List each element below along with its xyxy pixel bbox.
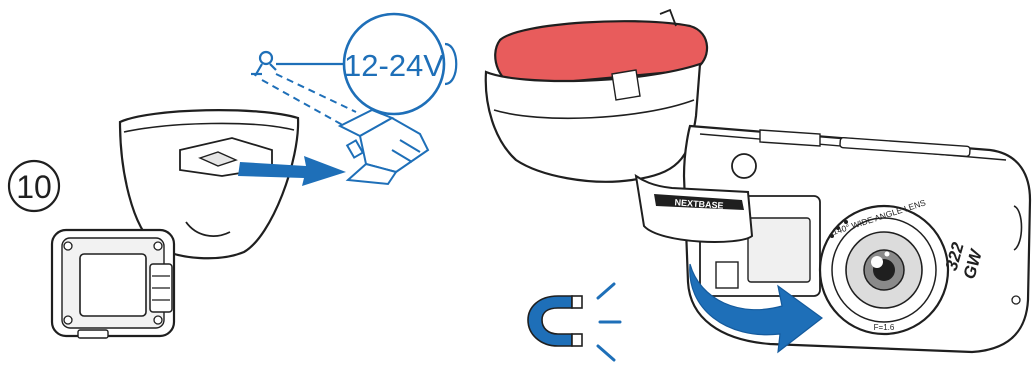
voltage-badge: 12-24V bbox=[342, 12, 458, 116]
indicator-dots bbox=[830, 220, 848, 238]
insertion-guide-lines bbox=[261, 73, 357, 129]
adhesive-mount bbox=[484, 8, 709, 183]
insertion-arrow bbox=[238, 156, 346, 186]
step-badge: 10 bbox=[7, 159, 61, 213]
magnet-icon bbox=[527, 295, 583, 347]
brand-label: NEXTBASE bbox=[674, 197, 724, 210]
step-number: 10 bbox=[16, 169, 52, 205]
attraction-lines-icon bbox=[596, 282, 622, 362]
voltage-label: 12-24V bbox=[344, 48, 444, 83]
camera-lens: 140° WIDE ANGLE LENS F=1.6 bbox=[818, 197, 950, 336]
power-plug-icon bbox=[251, 50, 277, 77]
magnetic-mount-plate bbox=[50, 228, 176, 339]
attach-arrow bbox=[689, 263, 824, 354]
usb-cable-icon bbox=[337, 108, 430, 186]
mount-arm: NEXTBASE bbox=[634, 153, 757, 243]
aperture-label: F=1.6 bbox=[874, 323, 895, 332]
